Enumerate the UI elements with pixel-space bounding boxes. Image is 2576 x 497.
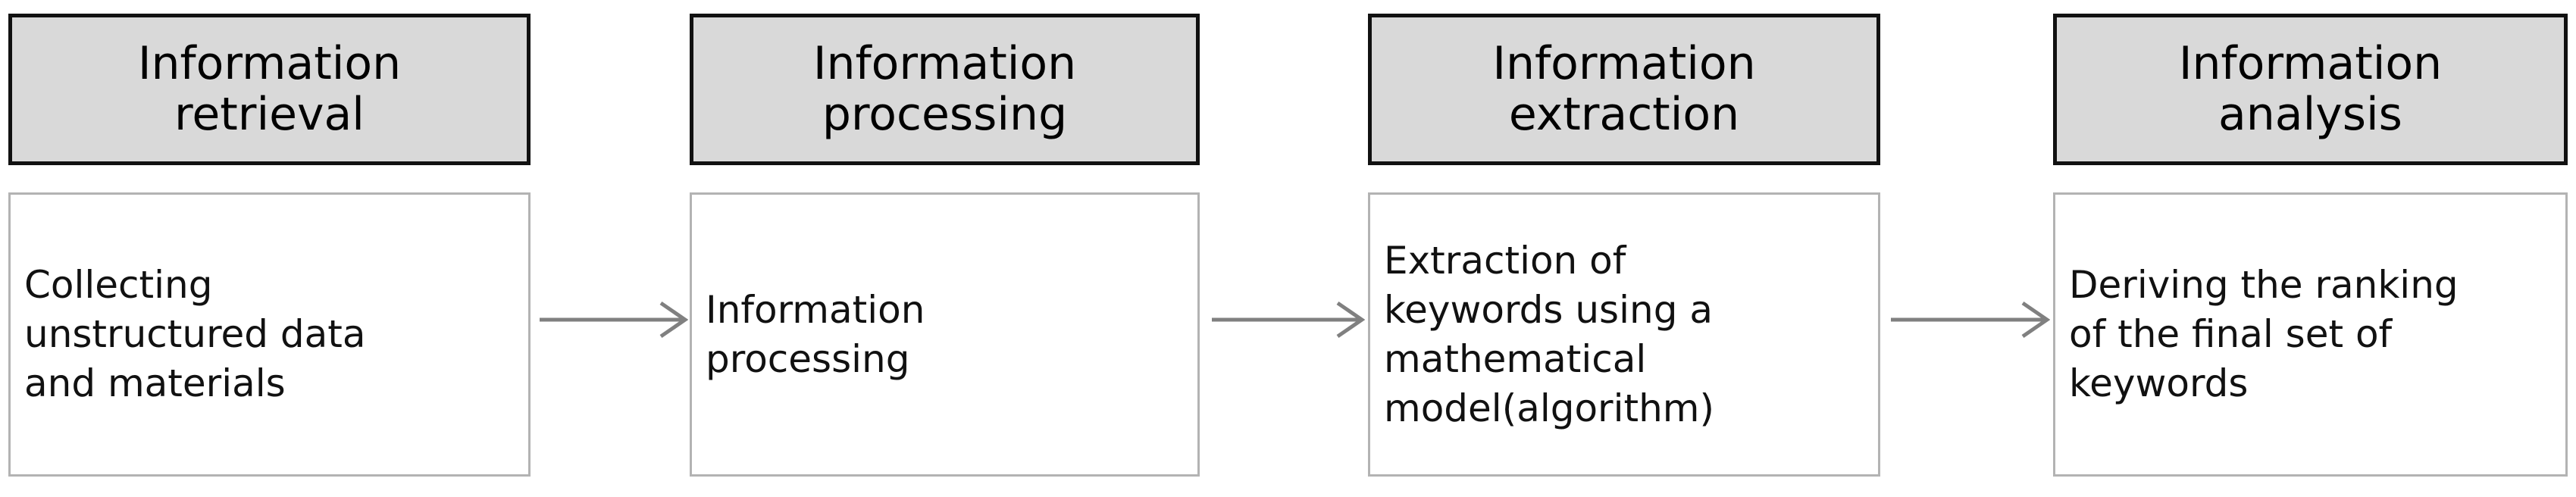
stage-header-information-analysis: Information analysis: [2053, 14, 2568, 165]
stage-information-processing: Information processing Information proce…: [690, 14, 1200, 483]
arrow-right-icon: [540, 301, 688, 339]
stage-description: Collecting unstructured data and materia…: [24, 263, 366, 405]
stage-description: Extraction of keywords using a mathemati…: [1384, 238, 1715, 430]
stage-title: Information analysis: [2178, 36, 2443, 141]
stage-title: Information retrieval: [137, 36, 402, 141]
stage-header-information-processing: Information processing: [690, 14, 1200, 165]
stage-body-information-extraction: Extraction of keywords using a mathemati…: [1368, 192, 1880, 477]
stage-header-information-retrieval: Information retrieval: [8, 14, 531, 165]
arrow-retrieval-to-processing: [540, 297, 688, 342]
stage-title: Information processing: [812, 36, 1077, 141]
stage-body-information-analysis: Deriving the ranking of the final set of…: [2053, 192, 2568, 477]
stage-description: Deriving the ranking of the final set of…: [2069, 263, 2459, 405]
stage-title: Information extraction: [1492, 36, 1756, 141]
stage-information-extraction: Information extraction Extraction of key…: [1368, 14, 1880, 483]
stage-information-retrieval: Information retrieval Collecting unstruc…: [8, 14, 531, 483]
arrow-right-icon: [1891, 301, 2050, 339]
stage-body-information-processing: Information processing: [690, 192, 1200, 477]
stage-body-information-retrieval: Collecting unstructured data and materia…: [8, 192, 531, 477]
arrow-right-icon: [1212, 301, 1365, 339]
stage-information-analysis: Information analysis Deriving the rankin…: [2053, 14, 2568, 483]
arrow-processing-to-extraction: [1212, 297, 1365, 342]
stage-header-information-extraction: Information extraction: [1368, 14, 1880, 165]
stage-description: Information processing: [706, 287, 925, 381]
arrow-extraction-to-analysis: [1891, 297, 2050, 342]
